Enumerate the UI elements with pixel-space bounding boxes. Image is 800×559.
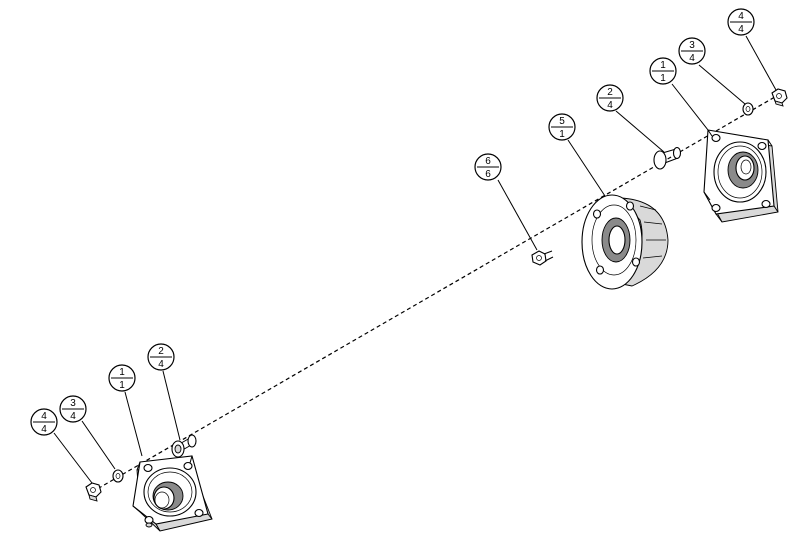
balloon-quantity: 4 xyxy=(689,53,695,64)
balloon-item-number: 1 xyxy=(119,367,125,378)
center-hub xyxy=(581,194,669,290)
balloon-r-nut: 44 xyxy=(727,8,755,36)
balloon-item-number: 4 xyxy=(738,11,744,22)
balloon-l-washer: 34 xyxy=(59,395,87,423)
balloon-quantity: 1 xyxy=(660,73,666,84)
balloon-item-number: 2 xyxy=(607,87,613,98)
balloon-item-number: 3 xyxy=(70,398,76,409)
balloon-l-bolt: 24 xyxy=(147,343,175,371)
balloon-quantity: 4 xyxy=(738,24,744,35)
balloon-r-bearing: 11 xyxy=(649,57,677,85)
right-flange-bearing xyxy=(703,129,779,223)
balloon-item-number: 5 xyxy=(559,116,565,127)
balloon-l-nut: 44 xyxy=(30,408,58,436)
left-hex-nut xyxy=(85,482,102,502)
right-carriage-bolt xyxy=(653,146,682,170)
balloon-quantity: 1 xyxy=(119,380,125,391)
balloon-quantity: 1 xyxy=(559,129,565,140)
balloon-item-number: 2 xyxy=(158,346,164,357)
right-hex-nut xyxy=(771,88,788,107)
balloon-quantity: 4 xyxy=(41,424,47,435)
balloon-item-number: 1 xyxy=(660,60,666,71)
balloon-c-screw: 66 xyxy=(474,153,502,181)
balloon-item-number: 3 xyxy=(689,40,695,51)
right-washer xyxy=(742,102,754,116)
balloon-item-number: 4 xyxy=(41,411,47,422)
balloon-quantity: 4 xyxy=(607,100,613,111)
balloon-l-bearing: 11 xyxy=(108,364,136,392)
balloon-item-number: 6 xyxy=(485,156,491,167)
leader-lines xyxy=(53,35,777,484)
balloon-quantity: 6 xyxy=(485,169,491,180)
left-flange-bearing xyxy=(132,455,213,532)
balloon-r-washer: 34 xyxy=(678,37,706,65)
left-washer xyxy=(112,469,124,483)
balloon-r-bolt: 24 xyxy=(596,84,624,112)
center-set-screw xyxy=(531,250,554,266)
balloon-c-hub: 51 xyxy=(548,113,576,141)
left-carriage-bolt xyxy=(171,434,197,458)
balloon-quantity: 4 xyxy=(158,359,164,370)
balloon-quantity: 4 xyxy=(70,411,76,422)
